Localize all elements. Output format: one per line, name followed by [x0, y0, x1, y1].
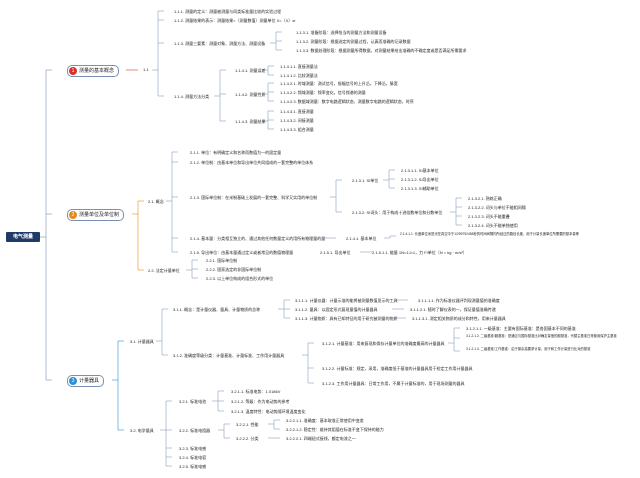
b2-c15: 2.1.5.1. 导出单位	[320, 250, 351, 255]
branch-1-badge: 1	[69, 67, 77, 75]
b1-m41-item: 1.1.4.1.2. 比较测量法	[280, 73, 318, 78]
branch-3-badge: 3	[69, 377, 77, 385]
b3-c12-item: 3.1.2.1. 计量基准：用来复现和保存计量单位的准确度最高的计量器具	[322, 341, 445, 346]
b3-c21-item: 3.2.1.3. 温度特性：电动势随环境温度变化	[231, 409, 306, 414]
b1-m4-item: 1.1.4.3. 测量结果	[235, 119, 266, 124]
b2-c141: 2.1.4.1.1. 长度单位米是光在真空中于1/299792458秒的时间间隔…	[400, 232, 579, 236]
b2-c2-item: 2.2.1. 国际单位制	[206, 258, 238, 263]
b2-c13-item: 2.1.3.1. SI单位	[352, 178, 379, 183]
b1-m41-item: 1.1.4.1.1. 直接测量法	[280, 64, 318, 69]
b2-c1-item: 2.1.1. 单位：有明确定义和名称而数值为一的固定量	[190, 150, 282, 155]
b3-c221-item: 3.2.2.1.2. 稳定性：维持其阻值在标准不变下保持的能力	[286, 427, 384, 432]
b3-c2-item: 3.2.4. 标准电容	[179, 455, 207, 460]
b3-c121-item: 3.1.2.1.1. 一级基准：主要有国际基准：是各国基本不同的基准	[466, 326, 576, 331]
b2-c131-item: 2.1.3.1.1. SI基本单位	[401, 168, 439, 173]
b3-c12-item: 3.1.2.2. 计量标准：规定，采用，准确度低于基准的计量器具用于检定工作用计…	[322, 366, 473, 371]
b3-c12-item: 3.1.2.3. 工作用计量器具：日常工作用，不属于计量标准的，用于现场测量的器…	[322, 381, 465, 386]
b3-c2-item: 3.2.1. 标准电池	[179, 399, 207, 404]
b2-c13-item: 2.1.3.2. SI词头：用于构成十进倍数单位和分数单位	[352, 210, 443, 215]
b1-item: 1.1.2. 测量结果的表示：测量结果=（测量数值）测量单位 X=（X）xr	[174, 18, 296, 23]
b3-c21-item: 3.2.1.2. 等级：作为电动势的参考	[231, 399, 290, 404]
b2-c2-item: 2.2.2. 国家选定的非国际单位制	[206, 267, 262, 272]
b1-m43-item: 1.1.4.3.2. 间接测量	[280, 118, 314, 123]
branch-2-label: 测量单位及单位制	[79, 212, 120, 218]
b1-m42-item: 1.1.4.2.2. 频域测量：频率变化，信号频谱的测量	[280, 90, 366, 95]
branch-1-label: 测量的基本概念	[79, 68, 115, 74]
branch-3-label: 计量器具	[79, 378, 100, 384]
b3-c22-item: 3.2.2.2. 分类	[236, 436, 259, 441]
b3-sub-1: 3.1. 计量器具	[130, 339, 154, 344]
root-node: 电气测量	[6, 232, 40, 242]
b2-c132-item: 2.1.3.2.2. 词头与单位不能相间隔	[468, 205, 526, 210]
b2-c132-item: 2.1.3.2.3. 词头不能重叠	[468, 214, 510, 219]
b3-c22-item: 3.2.2.1. 性能	[236, 422, 259, 427]
b2-c1-item: 2.1.3. 国际单位制：在米制基础上发展的一套完整、科学又实用的单位制	[190, 195, 318, 200]
b3-sub-2: 3.2. 电学量具	[130, 428, 154, 433]
b3-c2-item: 3.2.5. 标准电感	[179, 464, 207, 469]
b3-c11-item: 3.1.1.3. 计量物质：具有已知特征的用于研究被测量的物质	[295, 316, 398, 321]
b3-c2-item: 3.2.3. 标准电感	[179, 446, 207, 451]
b3-c121-item: 3.1.2.1.3. 二级基准/工作基准：由于繁杂高要求计量，用于和工作计量进行…	[466, 347, 591, 351]
b3-c1-item: 3.1.2. 准确度等级分类：计量基准、计量标准、工作用计量器具	[173, 353, 285, 358]
b3-c21-item: 3.2.1.1. 标准电势：1.0186V	[231, 389, 281, 394]
b3-c2-item: 3.2.2. 标准电阻器	[179, 428, 211, 433]
b3-c112: 3.1.1.2.1. 随时了解仪表的一，保证量值准确传递	[410, 307, 496, 312]
b1-m4-item: 1.1.4.2. 测量性质	[235, 92, 266, 97]
b1-item: 1.1.3. 测量三要素：测量对象、测量方法、测量设备	[174, 41, 266, 46]
b1-sub: 1.1	[143, 67, 149, 72]
b1-m3-item: 1.1.3.2. 测量阶段：根据选定的测量过程，认真而准确的记录数据	[296, 39, 411, 44]
b2-c1-item: 2.1.4. 基本量：分类相互独立的、通过其他任何数量定义的用所有物理量的量	[190, 236, 326, 241]
b1-m42-item: 1.1.4.2.3. 数据域测量：数字电路逻辑状态、测量数字电路的逻辑状态，时序	[280, 99, 414, 104]
b1-m4-item: 1.1.4.1. 测量误差	[235, 68, 266, 73]
b2-sub-2: 2.2. 法定计量单位	[148, 268, 180, 273]
b1-m43-item: 1.1.4.3.1. 直接测量	[280, 109, 314, 114]
b2-c14: 2.1.4.1. 基本单位	[346, 236, 377, 241]
b2-c151: 2.1.5.1.1. 能量 1N=1J=1，力 F/单位（N = kg · m/…	[372, 250, 467, 255]
b2-c131-item: 2.1.3.1.3. SI辅助单位	[401, 186, 439, 191]
b1-m3-item: 1.1.3.1. 准备阶段：选择恰当的测量方法和测量设备	[296, 30, 387, 35]
b1-item: 1.1.4. 测量方法分类	[174, 94, 210, 99]
b2-c1-item: 2.1.5. 导出单位：由基本量通过定义或者常见的数值物理量	[190, 250, 294, 255]
b3-c222: 3.2.2.2.1. 四端纽式接线，额定电流之一	[286, 436, 356, 441]
b2-sub-1: 2.1. 概念	[148, 199, 164, 204]
branch-2-badge: 2	[69, 211, 77, 219]
b2-c131-item: 2.1.3.1.2. SI导出单位	[401, 177, 439, 182]
b2-c1-item: 2.1.2. 单位制：由基本单位和导出单位共同组成的一套完整的单位体系	[190, 160, 314, 165]
b2-c132-item: 2.1.3.2.4. 词头不能单独使用	[468, 223, 518, 228]
b1-m3-item: 1.1.3.3. 数据处理阶段：根据测量所得数据，对测量结果给出准确的不确定度或…	[296, 48, 467, 53]
b1-item: 1.1.1. 测量的定义：测量被测量与同类标准量比较的实验过程	[174, 9, 282, 14]
b3-c221-item: 3.2.2.1.1. 准确度：基本取准正常使用中变差	[286, 418, 364, 423]
b3-c111: 3.1.1.1.1. 作为标准仪器评判现测量值的准确度	[418, 298, 500, 303]
b3-c11-item: 3.1.1.1. 计量仪器：计量示准的能将被测量数值显示的工具	[295, 298, 398, 303]
b3-c11-item: 3.1.1.2. 量具：以固定形式复现量值的计量器具	[295, 307, 378, 312]
b2-c2-item: 2.2.3. 以上单位构成的组合形式的单位	[206, 276, 274, 281]
b3-c113: 3.1.1.3.1. 测定相关物质的成分和特性，用来计量器具	[412, 316, 506, 321]
b3-c121-item: 3.1.2.1.2. 二级基准/副基准：是通过与国际基准比对确定量值的副基准，代…	[466, 334, 617, 338]
b3-c1-item: 3.1.1. 概念：是计量仪器、量具、计量物质的总称	[173, 307, 261, 312]
b1-m43-item: 1.1.4.3.3. 组合测量	[280, 127, 314, 132]
b1-m42-item: 1.1.4.2.1. 时域测量：测试信号，振幅信号的上升沿，下降沿，脉宽	[280, 81, 398, 86]
b2-c132-item: 2.1.3.2.1. 熟练正确	[468, 196, 502, 201]
